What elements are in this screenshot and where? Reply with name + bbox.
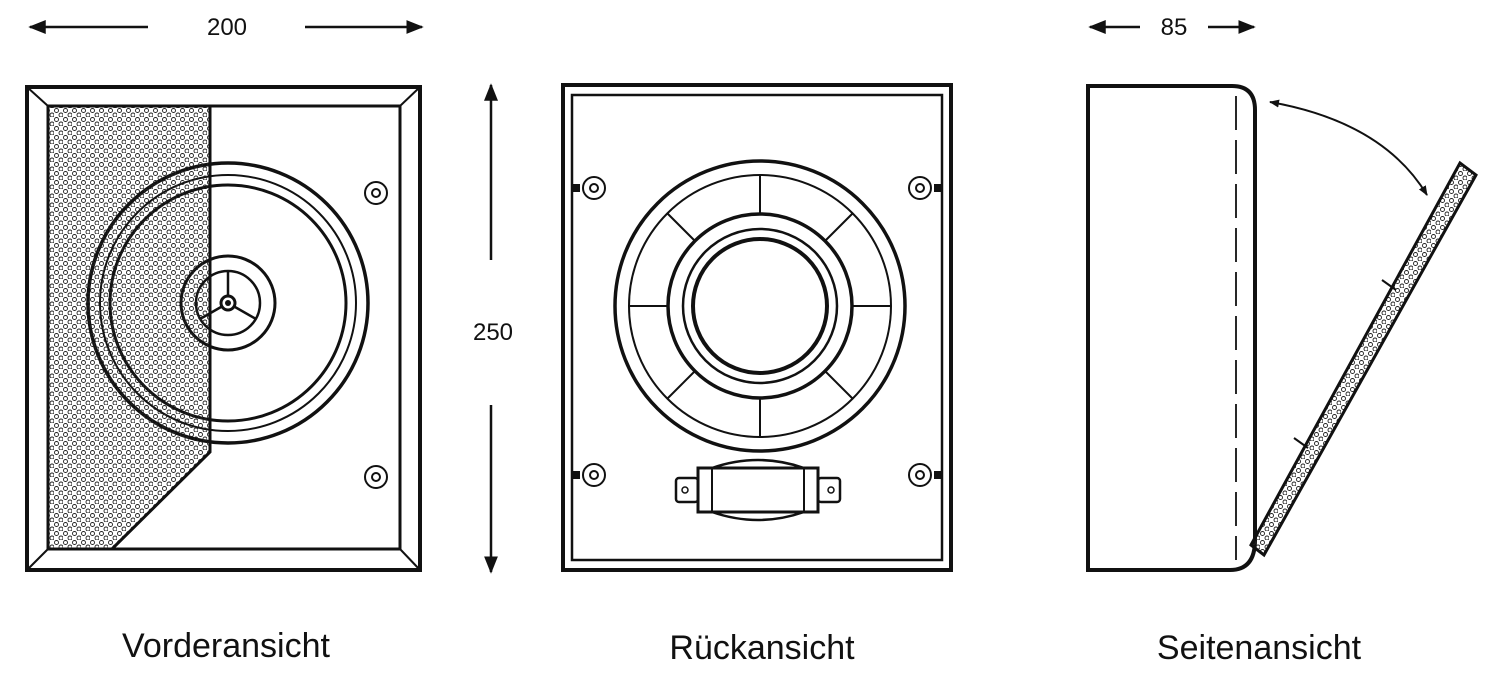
screw-back-bottom-left — [572, 463, 606, 487]
depth-dimension-label: 85 — [1161, 14, 1188, 41]
grille-notch-upper — [1381, 279, 1397, 291]
side-grille-open — [1249, 160, 1478, 558]
swing-arc-arrow — [1269, 99, 1428, 196]
caption-side-view: Seitenansicht — [1157, 629, 1362, 667]
caption-front-view: Vorderansicht — [122, 627, 330, 665]
screw-back-top-right — [908, 176, 942, 200]
screw-front-bottom — [364, 465, 388, 489]
back-view — [561, 83, 953, 572]
screw-front-top — [364, 181, 388, 205]
grille-notch-lower — [1293, 437, 1309, 449]
side-view — [1086, 84, 1478, 572]
back-frame-inner — [570, 93, 944, 562]
front-view — [25, 85, 422, 572]
screw-back-bottom-right — [908, 463, 942, 487]
front-bevel-tr — [399, 86, 421, 107]
front-bevel-bl — [26, 548, 49, 571]
height-dimension: 250 — [473, 83, 513, 574]
basket-struts — [629, 175, 891, 437]
width-dimension: 200 — [28, 14, 424, 41]
screw-back-top-left — [572, 176, 606, 200]
depth-dimension: 85 — [1088, 14, 1256, 41]
terminal-block — [674, 458, 842, 522]
height-dimension-label: 250 — [473, 319, 513, 346]
width-dimension-label: 200 — [207, 14, 247, 41]
speaker-magnet-back — [613, 159, 907, 453]
side-housing — [1086, 84, 1257, 572]
front-bevel-tl — [26, 86, 49, 107]
front-frame-outer — [25, 85, 422, 572]
front-bevel-br — [399, 548, 421, 571]
back-frame-outer — [561, 83, 953, 572]
grille-cover — [46, 104, 212, 551]
caption-back-view: Rückansicht — [669, 629, 855, 667]
